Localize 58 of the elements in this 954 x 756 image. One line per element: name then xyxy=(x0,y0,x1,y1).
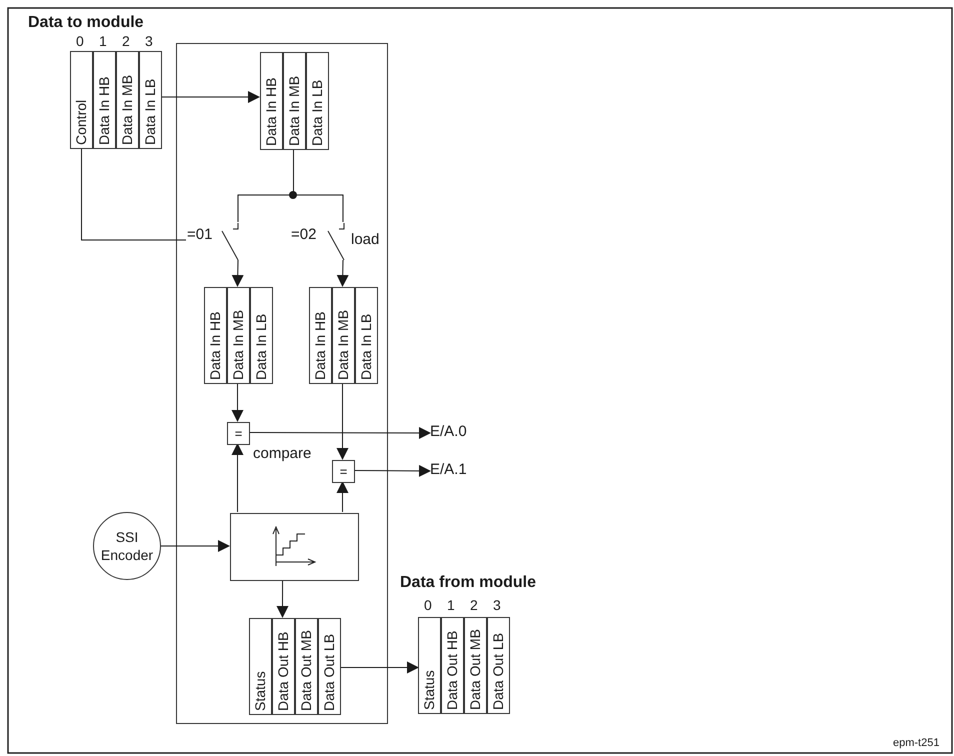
arrow xyxy=(336,260,349,287)
figure-code: epm-t251 xyxy=(893,737,940,749)
switch-symbol xyxy=(187,223,241,261)
register-cell: Data In HB xyxy=(309,287,332,384)
comparator-box: = xyxy=(227,422,250,445)
register-cell: Control xyxy=(70,51,93,149)
heading: Data from module xyxy=(400,574,536,592)
byte-number: 3 xyxy=(145,33,153,49)
module-frame xyxy=(176,43,388,724)
arrow xyxy=(232,443,244,512)
register-cell: Data In LB xyxy=(306,52,329,150)
byte-number: 2 xyxy=(122,33,130,49)
arrow xyxy=(336,382,348,460)
arrow xyxy=(248,426,431,439)
register-cell: Data In HB xyxy=(204,287,227,384)
counter-box xyxy=(230,513,359,581)
arrow xyxy=(354,464,431,477)
annotation-text: load xyxy=(351,231,380,248)
register-cell: Data In LB xyxy=(355,287,378,384)
register-cell: Data In MB xyxy=(283,52,306,150)
byte-number: 2 xyxy=(470,597,478,613)
switch-label: =01 xyxy=(187,226,212,243)
heading: Data to module xyxy=(28,14,144,32)
output-label: E/A.1 xyxy=(430,461,490,481)
register-cell: Data In MB xyxy=(332,287,355,384)
register-cell: Data Out HB xyxy=(441,617,464,714)
output-label: E/A.0 xyxy=(430,423,490,443)
encoder-circle: SSI Encoder xyxy=(93,512,161,580)
byte-number: 1 xyxy=(99,33,107,49)
register-cell: Data Out LB xyxy=(318,618,341,715)
arrow xyxy=(162,91,260,104)
arrow xyxy=(340,661,419,674)
arrow xyxy=(276,580,288,618)
byte-number: 1 xyxy=(447,597,455,613)
register-cell: Data Out MB xyxy=(464,617,487,714)
byte-number: 3 xyxy=(493,597,501,613)
register-cell: Data In LB xyxy=(250,287,273,384)
connector-line xyxy=(81,148,186,240)
byte-number: 0 xyxy=(424,597,432,613)
arrow xyxy=(336,481,348,512)
register-cell: Status xyxy=(418,617,441,714)
register-cell: Status xyxy=(249,618,272,715)
register-cell: Data In LB xyxy=(139,51,162,149)
byte-number: 0 xyxy=(76,33,84,49)
register-cell: Data In MB xyxy=(116,51,139,149)
arrow xyxy=(232,260,244,287)
switch-symbol xyxy=(291,223,347,261)
comparator-box: = xyxy=(332,460,355,483)
register-cell: Data In MB xyxy=(227,287,250,384)
annotation-text: compare xyxy=(253,445,312,462)
arrow xyxy=(232,382,244,422)
register-cell: Data Out MB xyxy=(295,618,318,715)
register-cell: Data Out HB xyxy=(272,618,295,715)
arrow xyxy=(160,540,230,552)
register-cell: Data Out LB xyxy=(487,617,510,714)
register-cell: Data In HB xyxy=(260,52,283,150)
register-cell: Data In HB xyxy=(93,51,116,149)
switch-label: =02 xyxy=(291,226,316,243)
